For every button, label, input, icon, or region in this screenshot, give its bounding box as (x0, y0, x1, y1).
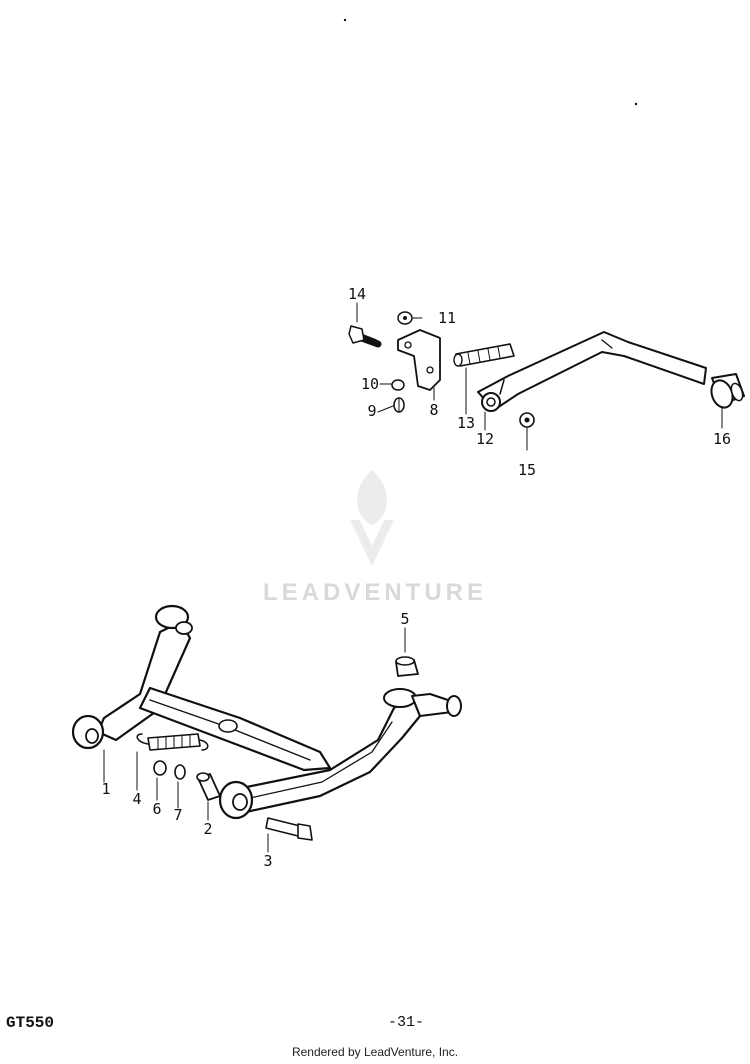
part-7-washer (174, 764, 186, 780)
part-5-rubber (395, 656, 419, 677)
callout-1: 1 (101, 780, 110, 798)
watermark-text: LEADVENTURE (263, 579, 487, 606)
callout-12: 12 (476, 430, 494, 448)
part-14-bolt (348, 325, 382, 348)
callout-8: 8 (429, 401, 438, 419)
model-code: GT550 (6, 1014, 55, 1032)
footrest-pedal-assembly (71, 604, 462, 853)
callout-2: 2 (203, 820, 212, 838)
speck (634, 102, 638, 106)
callout-15: 15 (518, 461, 536, 479)
callout-7: 7 (173, 806, 182, 824)
gear-shift-lever-assembly (348, 302, 745, 451)
speck (343, 18, 347, 22)
callout-16: 16 (713, 430, 731, 448)
callout-5: 5 (400, 610, 409, 628)
callout-11: 11 (438, 309, 456, 327)
callout-14: 14 (348, 285, 366, 303)
part-1-footrest-frame (71, 604, 462, 820)
part-8-bracket (397, 329, 441, 391)
callout-3: 3 (263, 852, 272, 870)
callout-10: 10 (361, 375, 379, 393)
footer-credit: Rendered by LeadVenture, Inc. (291, 1045, 459, 1059)
part-4-spring (136, 733, 209, 751)
part-16-rubber-cap (710, 373, 745, 409)
part-12-lever-arm (477, 331, 707, 412)
callout-13: 13 (457, 414, 475, 432)
watermark-logo-icon: LEADVENTURE (263, 470, 487, 606)
part-10-nut (391, 379, 405, 391)
page-number: -31- (388, 1014, 425, 1031)
part-13-pivot-pin (453, 343, 515, 367)
callout-4: 4 (132, 790, 141, 808)
part-3-bolt (265, 817, 313, 841)
part-6-nut (153, 760, 167, 776)
callout-9: 9 (367, 402, 376, 420)
part-2-bushing (196, 772, 221, 801)
callout-6: 6 (152, 800, 161, 818)
